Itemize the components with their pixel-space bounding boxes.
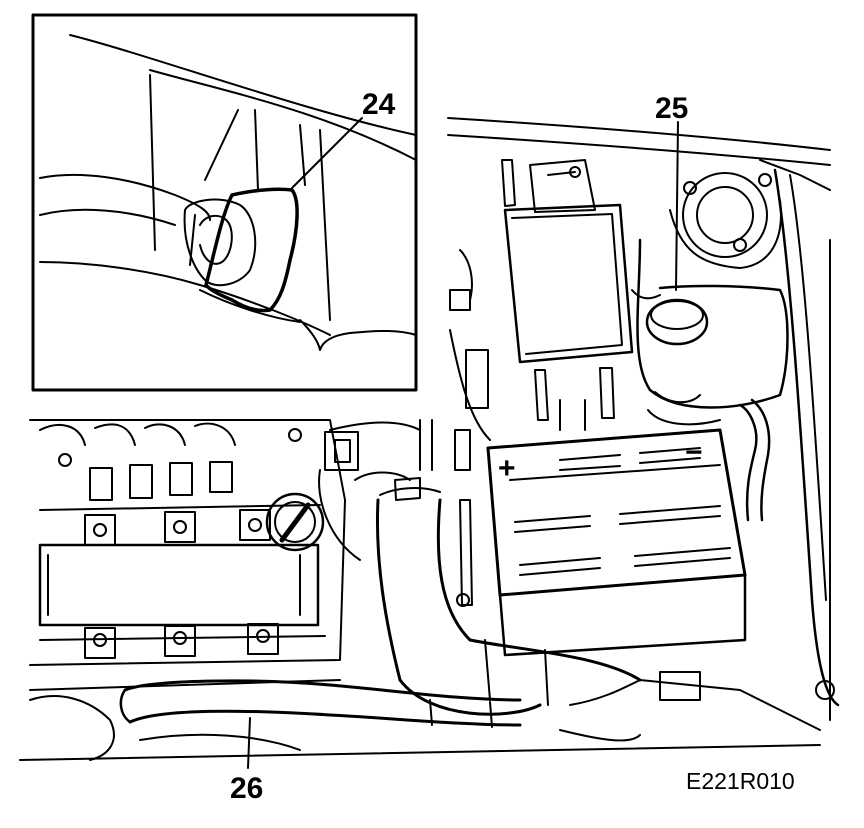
leader-lines [247,117,679,769]
callout-26: 26 [230,772,263,805]
fuse-box [501,159,634,431]
callout-25: 25 [655,92,688,125]
valve-cover [29,419,346,691]
battery-plus-symbol: + [498,452,516,485]
coolant-expansion-tank [631,238,789,426]
strut-mount [669,172,782,269]
engine-bay-drawing: + − [19,117,840,761]
oil-filler-cap [265,492,325,552]
battery: + − [486,428,747,657]
intake-hose [375,477,642,716]
callout-24: 24 [362,88,396,121]
battery-minus-symbol: − [685,436,703,469]
figure-code: E221R010 [686,768,795,794]
wiring-connector [318,431,411,561]
coolant-hose [119,679,641,742]
seal-ring [204,187,299,313]
inset-frame [31,13,418,392]
detail-inset [31,13,418,392]
